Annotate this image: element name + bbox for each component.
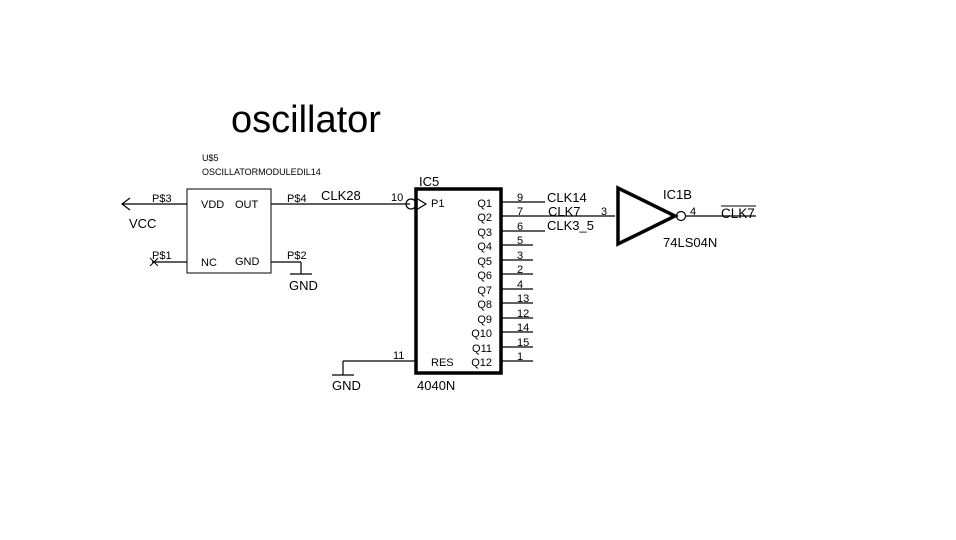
clock-edge-icon [415, 197, 428, 211]
output-row[interactable]: Q8 13 [477, 293, 533, 311]
output-row[interactable]: Q3 6 [477, 221, 545, 239]
clock-inversion-bubble-icon [405, 198, 417, 210]
inverter-bubble-icon [675, 210, 687, 222]
output-row[interactable]: Q9 12 [477, 308, 533, 326]
output-label: Q2 [477, 212, 492, 224]
output-row[interactable]: Q5 3 [477, 250, 533, 268]
osc-pin-out: OUT [235, 199, 259, 211]
output-label: Q7 [477, 285, 492, 297]
sheet-title: oscillator [231, 99, 381, 141]
output-label: Q8 [477, 299, 492, 311]
inverter-ref-label: IC1B [663, 187, 692, 202]
output-pin-number: 5 [517, 235, 523, 247]
inverter-in-pin: 3 [601, 206, 607, 218]
osc-pad-p1: P$1 [152, 250, 172, 262]
osc-module-body[interactable] [186, 188, 272, 274]
output-pin-number: 14 [517, 322, 529, 334]
counter-outputs: Q1 9 Q2 7 Q3 6 Q4 5 Q5 3 Q6 2 [471, 192, 615, 369]
output-row[interactable]: Q6 2 [477, 264, 533, 282]
osc-pin-nc: NC [201, 257, 217, 269]
clk3-5-net-label: CLK3_5 [547, 218, 594, 233]
output-pin-number: 13 [517, 293, 529, 305]
inverter-out-pin: 4 [690, 206, 696, 218]
output-label: Q6 [477, 270, 492, 282]
clk7-net-label: CLK7 [548, 204, 581, 219]
inverter-value-label: 74LS04N [663, 235, 717, 250]
output-row[interactable]: Q11 15 [472, 337, 533, 355]
output-pin-number: 12 [517, 308, 529, 320]
osc-ref-label: U$5 [202, 153, 219, 163]
counter-ic-body[interactable] [414, 187, 503, 375]
output-row[interactable]: Q1 9 [477, 192, 545, 210]
inverter-gate-icon[interactable] [616, 185, 679, 247]
output-label: Q4 [477, 241, 492, 253]
clk7-inverted-net-label: CLK7 [721, 206, 755, 221]
output-pin-number: 3 [517, 250, 523, 262]
osc-pin-vdd: VDD [201, 199, 224, 211]
output-label: Q5 [477, 256, 492, 268]
output-row[interactable]: Q2 7 [477, 206, 615, 224]
output-pin-number: 15 [517, 337, 529, 349]
output-label: Q9 [477, 314, 492, 326]
osc-pin-gnd: GND [235, 256, 260, 268]
output-pin-number: 7 [517, 206, 523, 218]
output-row[interactable]: Q10 14 [471, 322, 533, 340]
output-label: Q1 [477, 198, 492, 210]
output-pin-number: 1 [517, 351, 523, 363]
output-label: Q11 [472, 343, 492, 355]
counter-gnd-label: GND [332, 378, 361, 393]
counter-ref-label: IC5 [419, 174, 439, 189]
output-row[interactable]: Q4 5 [477, 235, 533, 253]
counter-clock-pin-number: 10 [391, 192, 403, 204]
output-row[interactable]: Q7 4 [477, 279, 533, 297]
osc-pad-p4: P$4 [287, 193, 307, 205]
output-label: Q12 [471, 357, 492, 369]
counter-reset-pin-number: 11 [393, 350, 404, 362]
osc-gnd-label: GND [289, 278, 318, 293]
output-pin-number: 6 [517, 221, 523, 233]
nc-cross-icon-b [149, 257, 159, 267]
vcc-label: VCC [129, 216, 156, 231]
clk14-net-label: CLK14 [547, 190, 587, 205]
osc-value-label: OSCILLATORMODULEDIL14 [202, 167, 321, 177]
output-pin-number: 9 [517, 192, 523, 204]
output-label: Q10 [471, 328, 492, 340]
osc-pad-p2: P$2 [287, 250, 307, 262]
counter-value-label: 4040N [417, 378, 455, 393]
output-label: Q3 [477, 227, 492, 239]
output-pin-number: 2 [517, 264, 523, 276]
output-row[interactable]: Q12 1 [471, 351, 533, 369]
counter-reset-pin-label: RES [431, 357, 454, 369]
osc-pad-p3: P$3 [152, 193, 172, 205]
clk28-net-label: CLK28 [321, 188, 361, 203]
output-pin-number: 4 [517, 279, 523, 291]
counter-clock-pin-label: P1 [431, 198, 444, 210]
